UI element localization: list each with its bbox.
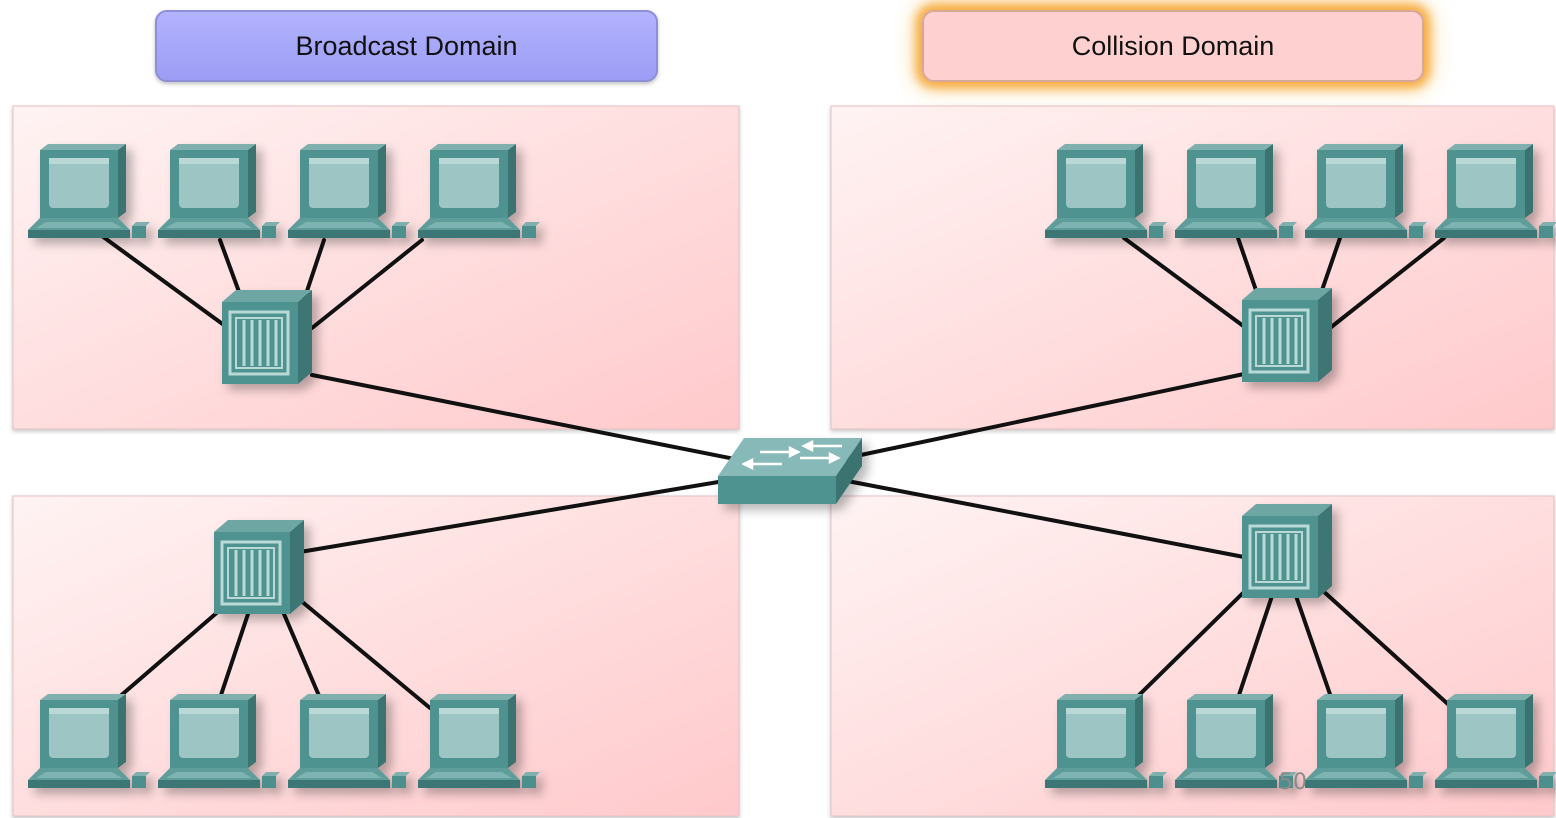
link: [1236, 236, 1260, 298]
link: [1236, 594, 1274, 700]
switch-icon: [718, 438, 862, 504]
link: [100, 234, 230, 330]
link: [1318, 236, 1342, 298]
broadcast-domain-tab-bg: [155, 10, 658, 82]
collision-domain-button[interactable]: Collision Domain: [922, 10, 1424, 82]
page-number: 50: [1279, 770, 1307, 795]
broadcast-domain-button[interactable]: Broadcast Domain: [155, 10, 658, 82]
hub-icon: [1240, 286, 1334, 384]
link: [1320, 588, 1452, 708]
link: [310, 238, 424, 330]
uplink: [788, 468, 1246, 559]
link: [218, 612, 250, 700]
collision-domain-tab-bg: [922, 10, 1424, 82]
hub-icon: [1240, 502, 1334, 600]
link: [1122, 236, 1248, 330]
link: [1294, 594, 1334, 702]
segment-bottom-left: [12, 495, 740, 817]
link: [282, 612, 322, 700]
uplink: [298, 468, 792, 554]
uplink: [788, 372, 1246, 472]
link: [116, 608, 222, 700]
link: [1328, 236, 1446, 330]
hub-icon: [212, 518, 306, 616]
hub-icon: [220, 288, 314, 386]
uplink: [310, 373, 792, 472]
link: [298, 598, 432, 710]
link: [1132, 588, 1248, 702]
